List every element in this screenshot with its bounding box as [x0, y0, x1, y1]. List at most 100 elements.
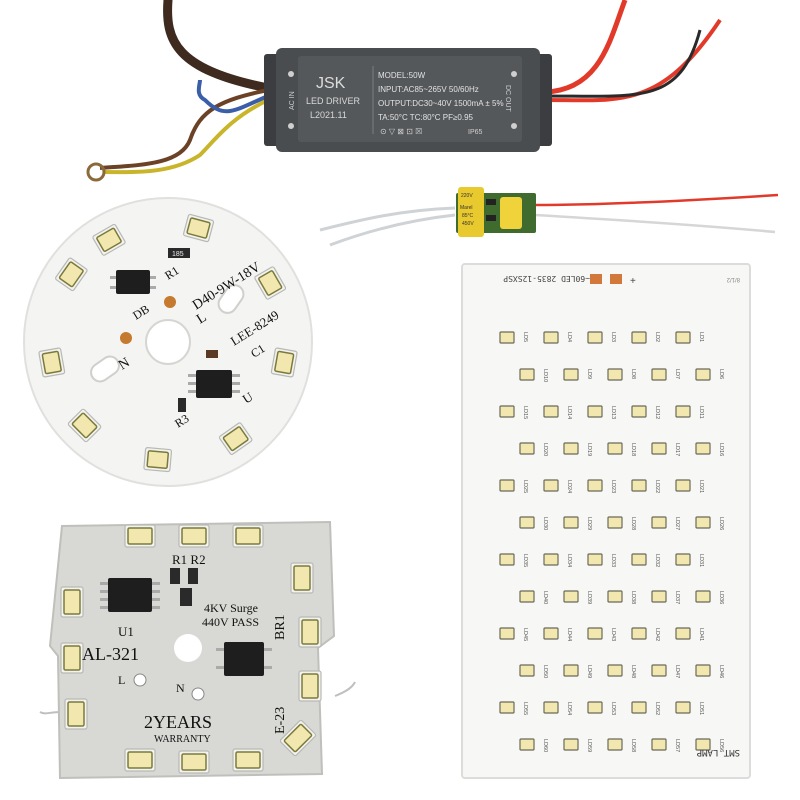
- rect-led-label: LD37: [674, 591, 680, 604]
- rect-led-label: LD9: [586, 369, 592, 379]
- rect-led: LD53: [587, 701, 616, 715]
- rect-led-label: LD60: [542, 739, 548, 752]
- rect-led: LD27: [651, 516, 680, 530]
- rect-led: LD31: [675, 553, 704, 567]
- rect-led: LD51: [675, 701, 704, 715]
- square-led: [298, 670, 322, 702]
- rect-led: LD18: [607, 442, 636, 456]
- square-pad-l: [133, 673, 147, 687]
- round-center-hole: [145, 319, 191, 365]
- rect-led: LD29: [563, 516, 592, 530]
- rect-led: LD12: [631, 405, 660, 419]
- rect-led: LD46: [695, 664, 724, 678]
- square-resistor-r1: [170, 568, 180, 584]
- blue-wire: [196, 79, 269, 114]
- driver-model: MODEL:50W: [378, 71, 426, 80]
- rect-led: LD37: [651, 590, 680, 604]
- rect-led-label: LD28: [630, 517, 636, 530]
- rect-led-label: LD54: [566, 702, 572, 715]
- round-led: [182, 213, 215, 243]
- square-led: [232, 748, 264, 772]
- square-led: [124, 748, 156, 772]
- driver-screw-tr: [511, 71, 517, 77]
- rect-led: LD47: [651, 664, 680, 678]
- rect-led: LD13: [587, 405, 616, 419]
- white-input-wire-2: [329, 213, 456, 247]
- small-driver-board: 220V Marel 85°C 450V: [456, 187, 536, 237]
- rect-led-label: LD48: [630, 665, 636, 678]
- round-led: [55, 257, 88, 292]
- rect-led-label: LD10: [542, 369, 548, 382]
- rect-led: LD33: [587, 553, 616, 567]
- round-led: [254, 266, 287, 300]
- round-led: [218, 422, 253, 455]
- svg-text:8/1/2: 8/1/2: [726, 276, 740, 282]
- rect-led-label: LD32: [654, 554, 660, 567]
- round-led: [38, 347, 66, 378]
- rect-led-label: LD7: [674, 369, 680, 379]
- rect-led: LD40: [519, 590, 548, 604]
- rect-pad-plus: [610, 274, 622, 284]
- rect-led: LD49: [563, 664, 592, 678]
- square-wire-left: [39, 711, 61, 715]
- rect-led: LD11: [675, 405, 704, 419]
- rect-led-label: LD50: [542, 665, 548, 678]
- rect-led: LD55: [499, 701, 528, 715]
- svg-text:85°C: 85°C: [462, 213, 474, 219]
- svg-text:BR1: BR1: [273, 614, 288, 640]
- rect-led-label: LD15: [522, 406, 528, 419]
- rect-led-label: LD38: [630, 591, 636, 604]
- svg-text:C1: C1: [248, 341, 267, 360]
- square-led: [279, 719, 317, 757]
- round-resistor-r3: [178, 398, 186, 412]
- rect-led-label: LD36: [718, 591, 724, 604]
- rect-board-footer: SMT LAMP: [696, 747, 740, 757]
- square-warranty-text: WARRANTY: [154, 734, 211, 745]
- rect-led: LD5: [499, 331, 528, 344]
- round-slot-left: [90, 355, 120, 383]
- rect-led-label: LD19: [586, 443, 592, 456]
- rect-led-label: LD34: [566, 554, 572, 567]
- svg-text:185: 185: [172, 251, 184, 258]
- rect-led: LD28: [607, 516, 636, 530]
- rect-led-label: LD3: [610, 332, 616, 342]
- rect-led: LD59: [563, 738, 592, 752]
- rect-led: LD39: [563, 590, 592, 604]
- square-led: [124, 524, 156, 548]
- rect-led-label: LD46: [718, 665, 724, 678]
- rect-led-label: LD18: [630, 443, 636, 456]
- round-resistor-r1: [168, 248, 190, 258]
- rect-led: LD22: [631, 479, 660, 493]
- rect-led: LD34: [543, 553, 572, 567]
- rect-led: LD16: [695, 442, 724, 456]
- rect-led-label: LD29: [586, 517, 592, 530]
- rect-led-label: LD1: [698, 332, 704, 342]
- square-pass-text: 440V PASS: [202, 615, 259, 629]
- led-driver: JSK LED DRIVER L2021.11 AC IN DC OUT MOD…: [264, 48, 552, 152]
- rect-led: LD6: [695, 368, 724, 381]
- driver-ip: IP65: [468, 129, 483, 136]
- svg-text:450V: 450V: [462, 221, 474, 227]
- rect-led: LD42: [631, 627, 660, 641]
- driver-screw-br: [511, 123, 517, 129]
- rect-led: LD3: [587, 331, 616, 344]
- square-wire-right: [334, 681, 356, 697]
- rect-led-label: LD13: [610, 406, 616, 419]
- rect-led: LD7: [651, 368, 680, 381]
- svg-text:220V: 220V: [461, 193, 473, 199]
- rect-led-label: LD6: [718, 369, 724, 379]
- rect-led: LD4: [543, 331, 572, 344]
- round-led: [92, 223, 126, 256]
- rect-led: LD26: [695, 516, 724, 530]
- rect-board-title: ~60LED 2835-12SXSP: [503, 274, 590, 283]
- rect-led-label: LD22: [654, 480, 660, 493]
- yellow-green-wire: [104, 98, 269, 175]
- rect-led-label: LD23: [610, 480, 616, 493]
- square-resistor-r2: [188, 568, 198, 584]
- rect-led: LD50: [519, 664, 548, 678]
- rect-led: LD35: [499, 553, 528, 567]
- rect-led-label: LD53: [610, 702, 616, 715]
- rect-led-label: LD27: [674, 517, 680, 530]
- svg-text:R1: R1: [162, 263, 181, 282]
- rect-led-label: LD17: [674, 443, 680, 456]
